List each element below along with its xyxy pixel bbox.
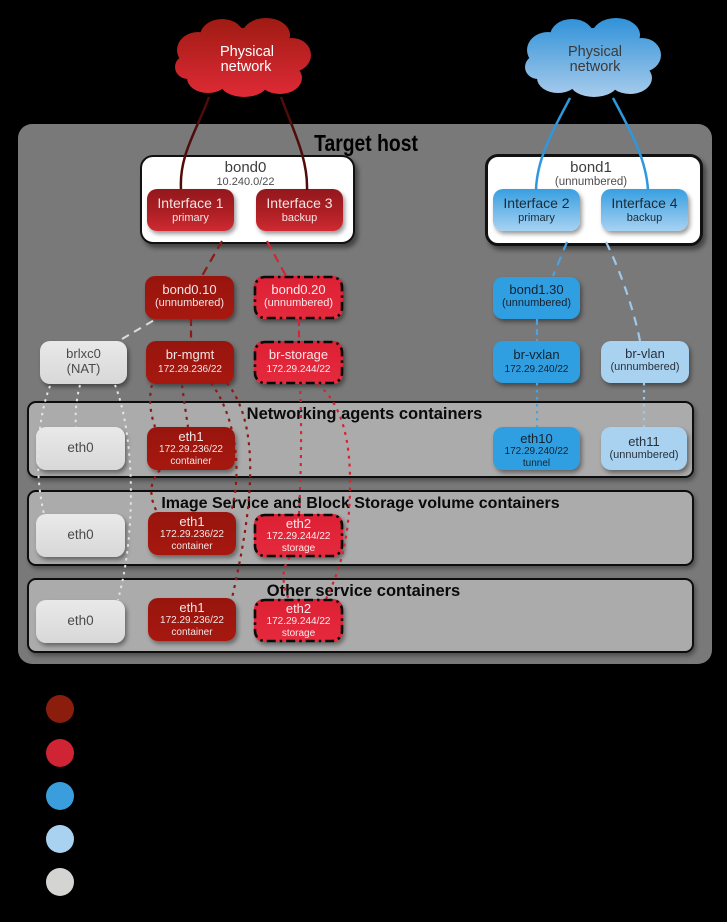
svg-text:Physical: Physical <box>220 44 274 60</box>
svg-text:network: network <box>221 59 273 75</box>
svg-text:Physical: Physical <box>568 44 622 60</box>
svg-text:network: network <box>570 59 622 75</box>
